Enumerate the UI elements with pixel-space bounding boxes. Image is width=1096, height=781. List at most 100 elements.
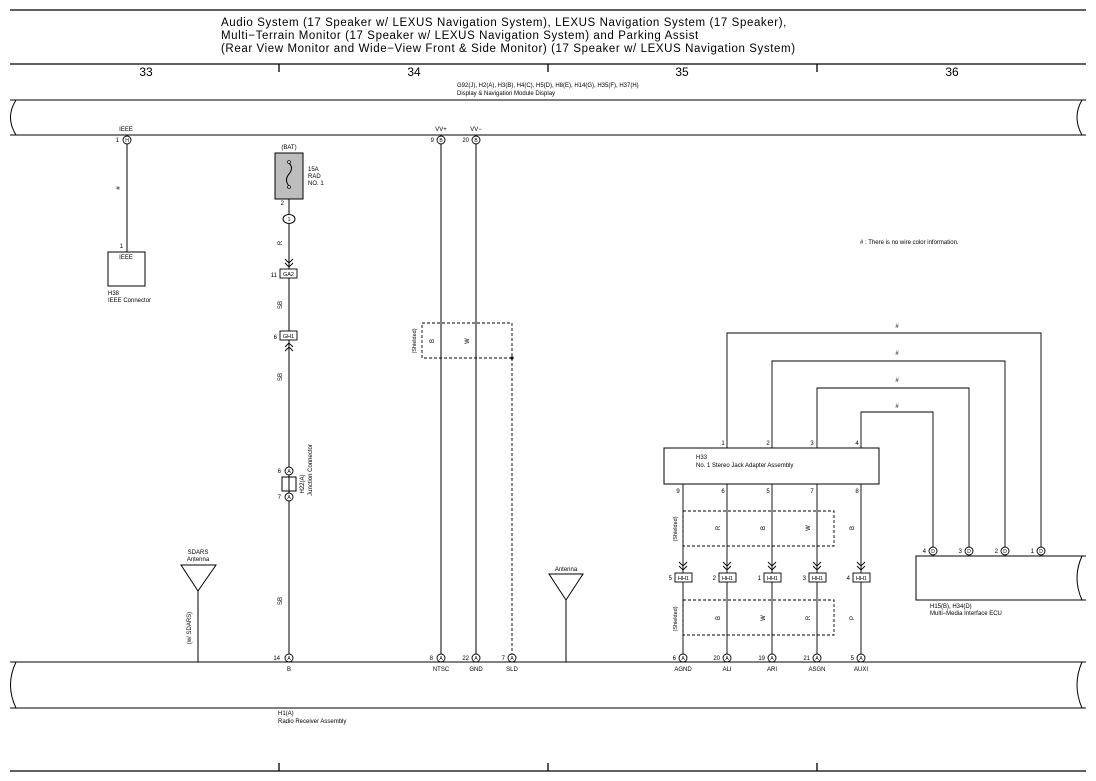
- stereo-jack-box: [663, 447, 880, 485]
- power-wire-color-3: SB: [278, 373, 284, 381]
- ecu-name: Multi−Media Interface ECU: [930, 611, 1002, 617]
- lower-wire-2: W: [761, 615, 767, 621]
- sdars-label-1: SDARS: [188, 550, 209, 556]
- upper-wire-3: W: [806, 525, 812, 531]
- ecu-conn-2: D: [1003, 549, 1007, 555]
- video-wire-b: B: [430, 339, 436, 343]
- sld-conn: A: [510, 656, 514, 662]
- ga2-connector: [279, 268, 298, 279]
- wire-color-note: # : There is no wire color information.: [860, 240, 959, 246]
- vv-plus-label: VV+: [435, 127, 447, 133]
- no-color-mark-2: #: [895, 351, 899, 357]
- header-rules: [10, 9, 1086, 772]
- vv-minus-conn: B: [474, 138, 478, 144]
- jack-top-pin-2: 2: [766, 441, 770, 447]
- no-color-mark-1: #: [895, 324, 899, 330]
- ieee-top-conn: H: [125, 138, 129, 144]
- gnd-pin: 22: [462, 656, 469, 662]
- fuse-pin-2: 2: [281, 201, 285, 207]
- hh1-label-5: HH1: [678, 576, 689, 582]
- ari-conn: A: [770, 656, 774, 662]
- title-line-3: (Rear View Monitor and Wide−View Front &…: [221, 43, 796, 55]
- junction-conn-1-label: 1: [288, 217, 291, 223]
- hh1-connector-3: [808, 572, 827, 583]
- vv-minus-label: VV−: [470, 127, 482, 133]
- jack-bottom-pin-9: 9: [676, 489, 680, 495]
- hh1-connector-4: [852, 572, 871, 583]
- diagram-title: Audio System (17 Speaker w/ LEXUS Naviga…: [221, 17, 796, 56]
- fuse-symbol: [286, 162, 292, 187]
- hh1-connector-5: [674, 572, 693, 583]
- jc-code: H22(A): [300, 474, 306, 493]
- hh1-label-2: HH1: [722, 576, 733, 582]
- ieee-box-pin: 1: [120, 244, 124, 250]
- agnd-conn: A: [681, 656, 685, 662]
- hh1-label-4: HH1: [856, 576, 867, 582]
- agnd-label: AGND: [674, 667, 692, 673]
- gnd-label: GND: [469, 667, 483, 673]
- title-line-1: Audio System (17 Speaker w/ LEXUS Naviga…: [221, 17, 787, 29]
- jc-name: Junction Connector: [308, 444, 314, 496]
- ieee-box-label: IEEE: [119, 255, 133, 261]
- fuse-amp: 15A: [308, 167, 319, 173]
- ntsc-conn: A: [439, 656, 443, 662]
- hh1-label-3: HH1: [812, 576, 823, 582]
- ieee-connector-circuit: IEEE H 1 # 1 IEEE H38 IEEE Connector: [107, 127, 151, 304]
- ieee-connector-code: H38: [108, 291, 120, 297]
- vv-plus-pin: 9: [431, 138, 435, 144]
- hh1-pin-1: 1: [758, 576, 762, 582]
- asgn-label: ASGN: [808, 667, 825, 673]
- jack-shield-lower: [682, 599, 835, 636]
- hh1-pin-4: 4: [847, 576, 851, 582]
- junction-conn-1: [282, 214, 296, 224]
- column-number-33: 33: [139, 65, 153, 79]
- antenna-label: Antenna: [555, 567, 578, 573]
- sdars-label-2: Antenna: [187, 557, 210, 563]
- asgn-pin: 21: [803, 656, 810, 662]
- ieee-connector-box: [107, 251, 146, 287]
- jc-pin-6: 6: [278, 469, 282, 475]
- gh1-connector: [279, 330, 298, 341]
- ari-label: ARI: [767, 667, 777, 673]
- stereo-jack-code: H33: [696, 455, 708, 461]
- antenna-icon: [548, 573, 584, 601]
- fuse-name: RAD: [308, 174, 321, 180]
- ari-pin: 19: [758, 656, 765, 662]
- asgn-conn: A: [815, 656, 819, 662]
- antenna-icon: [180, 564, 217, 592]
- no-color-mark-3: #: [895, 378, 899, 384]
- radio-antenna: Antenna: [548, 567, 584, 662]
- jc-pin-7: 7: [278, 495, 282, 501]
- ecu-pin-4: 4: [923, 549, 927, 555]
- display-module-codes: G92(J), H2(A), H3(B), H4(C), H5(D), H8(E…: [457, 83, 639, 89]
- video-circuit: VV+ VV− 9 B 20 B (Shielded) B W 8 A NTSC…: [412, 127, 519, 673]
- stereo-jack-name: No. 1 Stereo Jack Adapter Assembly: [696, 463, 793, 469]
- display-module-name: Display & Navigation Module Display: [457, 91, 555, 97]
- lower-wire-4: P: [850, 616, 856, 620]
- stereo-jack-circuit: H33 No. 1 Stereo Jack Adapter Assembly 1…: [663, 324, 1042, 673]
- ali-label: ALI: [722, 667, 731, 673]
- ieee-wire-color: #: [116, 186, 122, 190]
- ali-pin: 20: [713, 656, 720, 662]
- gh1-label: GH1: [283, 334, 294, 340]
- ieee-connector-name: IEEE Connector: [108, 298, 151, 304]
- bat-label: (BAT): [281, 145, 296, 151]
- radio-pin-14-conn: A: [287, 656, 291, 662]
- auxi-pin: 5: [851, 656, 855, 662]
- jack-bottom-pin-6: 6: [721, 489, 725, 495]
- radio-receiver-code: H1(A): [278, 711, 294, 717]
- upper-wire-1: R: [716, 525, 722, 530]
- video-shield-box: [421, 322, 513, 359]
- hh1-connector-2: [718, 572, 737, 583]
- jack-top-pin-1: 1: [721, 441, 725, 447]
- ali-conn: A: [725, 656, 729, 662]
- power-wire-color-1: R: [278, 240, 284, 245]
- sld-label: SLD: [506, 667, 518, 673]
- upper-wire-4: B: [850, 526, 856, 530]
- column-number-36: 36: [945, 65, 959, 79]
- jc-conn-a2: A: [287, 495, 291, 501]
- video-shielded-label: (Shielded): [412, 328, 418, 353]
- fuse-box: [274, 152, 304, 200]
- jack-shielded-lower-label: (Shielded): [673, 606, 679, 631]
